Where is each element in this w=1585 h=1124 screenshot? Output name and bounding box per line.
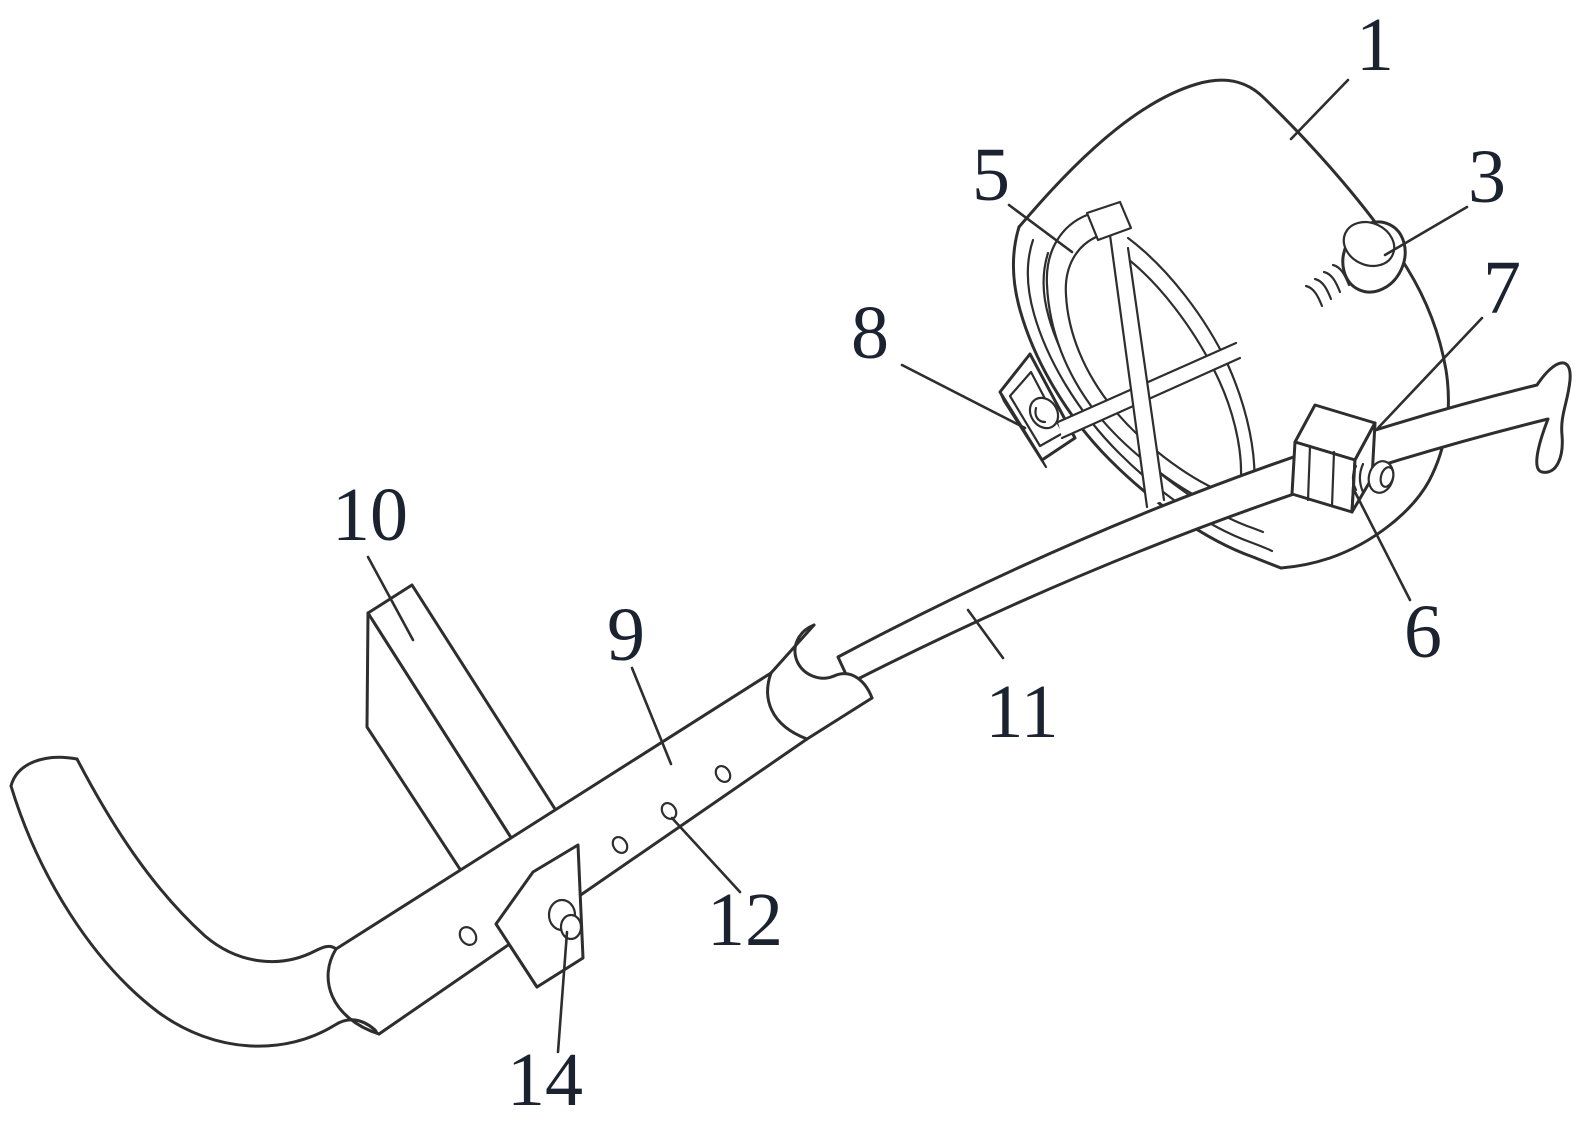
rim-arc-middle <box>1026 238 1274 553</box>
clamp-slot-right <box>1330 450 1336 508</box>
leader-line-14 <box>556 930 569 1054</box>
clamp-bolt-head-face <box>1379 466 1395 488</box>
clamp-bolt-thread-2 <box>1358 462 1365 494</box>
leader-line-8 <box>900 363 1027 430</box>
part-label-11: 11 <box>985 670 1058 754</box>
tube-lower-edge <box>377 737 809 1036</box>
clamp-right-face <box>1350 421 1377 514</box>
clamp-bolt-thread-1 <box>1351 464 1358 492</box>
part-label-8: 8 <box>851 291 889 375</box>
lock-pin-cap <box>559 913 583 941</box>
part-label-3: 3 <box>1468 135 1506 219</box>
leader-line-12 <box>670 816 742 894</box>
rim-arc-outer <box>1012 225 1283 570</box>
sleeve-seam <box>766 671 809 741</box>
tube-upper-edge <box>334 671 773 951</box>
bolt-thread-3 <box>1322 270 1342 294</box>
part-label-5: 5 <box>972 133 1010 217</box>
spoke-vertical-left <box>1108 233 1149 509</box>
adjust-hole-1 <box>611 836 629 854</box>
spoke-vertical-right <box>1126 246 1166 502</box>
leader-line-6 <box>1353 490 1412 602</box>
clamp-slot-left <box>1306 444 1312 502</box>
rod-body <box>836 361 1572 685</box>
part-label-6: 6 <box>1404 590 1442 674</box>
ear-bracket <box>998 352 1077 469</box>
clamp-block <box>1290 403 1395 514</box>
spoke-vertical-fill <box>1110 235 1164 507</box>
bolt-thread-2 <box>1313 277 1333 301</box>
labels-layer: 1 5 3 7 8 10 9 6 11 12 14 <box>332 3 1521 1122</box>
handle-inner-edge <box>75 757 338 964</box>
bolt-head-top <box>1342 220 1396 268</box>
front-rim <box>1012 225 1283 570</box>
leader-line-11 <box>966 608 1005 660</box>
ring-top-tab <box>1085 200 1133 242</box>
bolt-thread-1 <box>1304 284 1324 308</box>
sleeve-lower-edge <box>805 696 874 741</box>
adjust-hole-2 <box>660 802 678 820</box>
part-label-9: 9 <box>607 593 645 677</box>
ear-screw-hole <box>1028 396 1060 430</box>
handle-fill <box>11 757 379 1047</box>
leader-line-9 <box>630 666 673 766</box>
part-label-7: 7 <box>1483 246 1521 330</box>
plate-end-face <box>494 843 585 989</box>
leader-line-10 <box>366 555 415 642</box>
ear-thickness-edge <box>998 390 1048 469</box>
ear-screw-arc <box>1034 406 1047 424</box>
spoke-horizontal-bottom <box>1060 356 1242 440</box>
adjust-hole-3 <box>714 765 732 783</box>
leader-line-7 <box>1376 316 1484 430</box>
rim-band-fill <box>1013 227 1281 568</box>
drum-silhouette <box>1017 78 1450 570</box>
part-label-12: 12 <box>707 878 783 962</box>
sleeve-end-edge <box>832 672 874 700</box>
sleeve-fill <box>767 625 872 739</box>
part-label-10: 10 <box>332 473 408 557</box>
handle-outer-edge <box>9 784 381 1048</box>
leader-line-1 <box>1289 78 1350 141</box>
support-rod <box>836 361 1572 685</box>
part-label-14: 14 <box>507 1038 583 1122</box>
leader-line-5 <box>1007 203 1074 254</box>
sleeve-upper-edge <box>769 623 816 675</box>
set-bolt <box>1304 220 1407 308</box>
part-label-1: 1 <box>1356 3 1394 87</box>
sleeve-u-slot <box>793 623 836 680</box>
handle-tube-seam <box>326 947 381 1036</box>
leader-line-3 <box>1383 205 1469 257</box>
plate-lower-end <box>494 843 585 989</box>
handle-hole <box>458 926 478 946</box>
handle-end-cap <box>9 755 79 788</box>
